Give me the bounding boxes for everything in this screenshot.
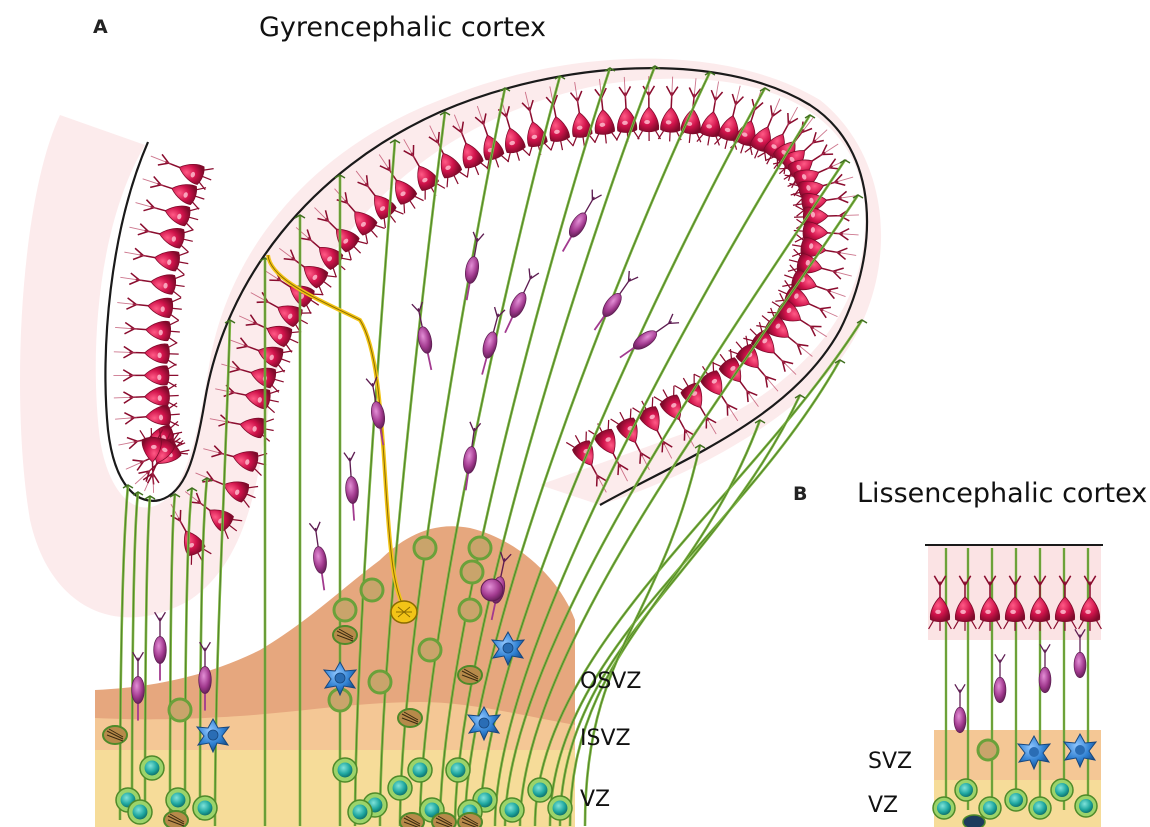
outer-radial-glia-cell: [369, 671, 391, 693]
outer-radial-glia-cell: [169, 699, 191, 721]
isvz-label: ISVZ: [580, 726, 631, 751]
panel-b-svz-cell: [978, 740, 998, 760]
outer-radial-glia-cell: [419, 639, 441, 661]
outer-radial-glia-cell-magenta: [481, 579, 503, 601]
pyramidal-neuron: [132, 243, 190, 275]
pyramidal-neuron: [128, 267, 186, 297]
migrating-neuron: [343, 452, 360, 521]
dividing-cell: [458, 813, 482, 827]
dividing-cell: [400, 813, 424, 827]
migrating-neuron: [460, 422, 482, 491]
dividing-cell: [398, 709, 422, 727]
pyramidal-neuron: [123, 341, 179, 366]
dividing-cell: [458, 666, 482, 684]
migrating-neuron: [589, 270, 639, 333]
pyramidal-neuron: [565, 90, 596, 148]
dividing-cell: [103, 726, 127, 744]
panel-b-dividing-cell: [963, 815, 985, 827]
migrating-neuron: [309, 522, 331, 591]
panel-b-migrating-neuron: [954, 684, 966, 732]
outer-radial-glia-cell: [461, 561, 483, 583]
pyramidal-neuron: [658, 86, 683, 142]
pyramidal-neuron: [124, 403, 181, 430]
outer-radial-glia-cell: [469, 537, 491, 559]
outer-radial-glia-cell: [334, 599, 356, 621]
migrating-neuron: [460, 232, 484, 302]
pyramidal-neuron: [124, 317, 181, 344]
vz-label-b: VZ: [868, 793, 898, 818]
panel-b-column: [925, 545, 1103, 827]
panel-a-letter: A: [93, 16, 108, 38]
dividing-cell: [164, 811, 188, 827]
vz-label-a: VZ: [580, 787, 610, 812]
panel-a-title: Gyrencephalic cortex: [259, 12, 546, 43]
osvz-label: OSVZ: [580, 669, 641, 694]
pyramidal-neuron: [126, 292, 183, 320]
migrating-neuron: [154, 612, 167, 680]
outer-radial-glia-cell: [459, 599, 481, 621]
panel-b-title: Lissencephalic cortex: [857, 478, 1147, 509]
outer-radial-glia-cell: [361, 579, 383, 601]
svz-label: SVZ: [868, 749, 912, 774]
dividing-cell: [432, 813, 456, 827]
pyramidal-neuron: [123, 384, 179, 409]
panel-b-letter: B: [793, 483, 807, 505]
outer-radial-glia-cell: [414, 537, 436, 559]
panel-b-migrating-neuron: [994, 654, 1006, 702]
dividing-cell: [333, 626, 357, 644]
